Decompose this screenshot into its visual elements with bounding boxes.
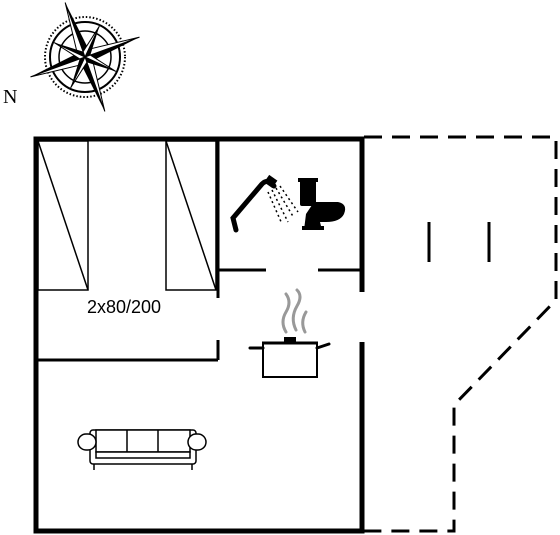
sofa-icon (77, 429, 207, 470)
bed-right (165, 140, 217, 291)
openings (214, 292, 369, 342)
interior-walls (36, 139, 362, 362)
compass-rose-icon (30, 2, 140, 112)
toilet-icon (298, 178, 346, 230)
bed-size-label: 2x80/200 (87, 297, 162, 317)
north-label: N (3, 86, 18, 108)
bed-units (37, 140, 217, 291)
cooking-pot-icon (248, 288, 331, 378)
shower-icon (230, 174, 299, 233)
terrace-outline (364, 135, 558, 533)
terrace-markers (427, 222, 491, 262)
bed-left (37, 140, 89, 291)
